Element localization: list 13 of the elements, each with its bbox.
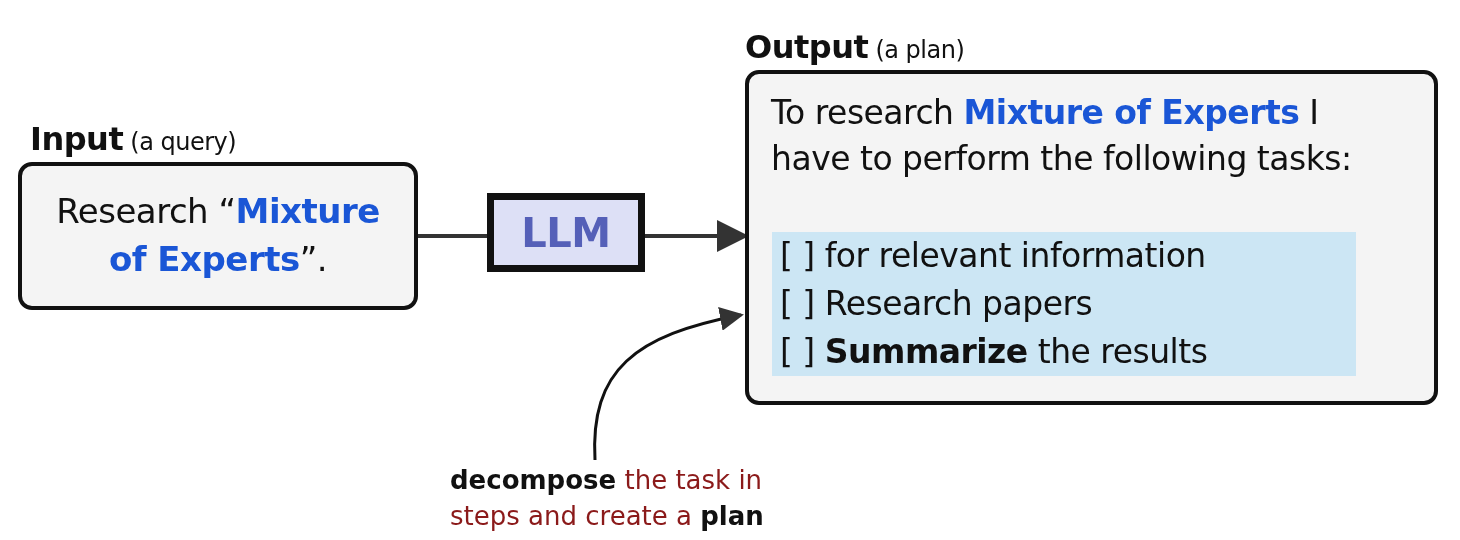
task-item: [ ] Summarize the results (780, 331, 1209, 373)
task-item: [ ] for relevant information (780, 235, 1207, 277)
query-text: Research “Mixture of Experts”. (55, 190, 381, 281)
curved-arrow (593, 307, 744, 460)
output-heading: Output (a plan) (745, 28, 965, 66)
task-item: [ ] Research papers (780, 283, 1094, 325)
input-heading: Input (a query) (30, 120, 237, 158)
llm-label: LLM (521, 208, 611, 258)
annotation-text: decompose the task in steps and create a plan (450, 462, 790, 536)
connector-line (418, 234, 487, 238)
plan-intro-text: To research Mixture of Experts I have to perform the following tasks: (771, 92, 1353, 181)
llm-box (487, 193, 645, 272)
task-list-highlight (772, 232, 1356, 376)
